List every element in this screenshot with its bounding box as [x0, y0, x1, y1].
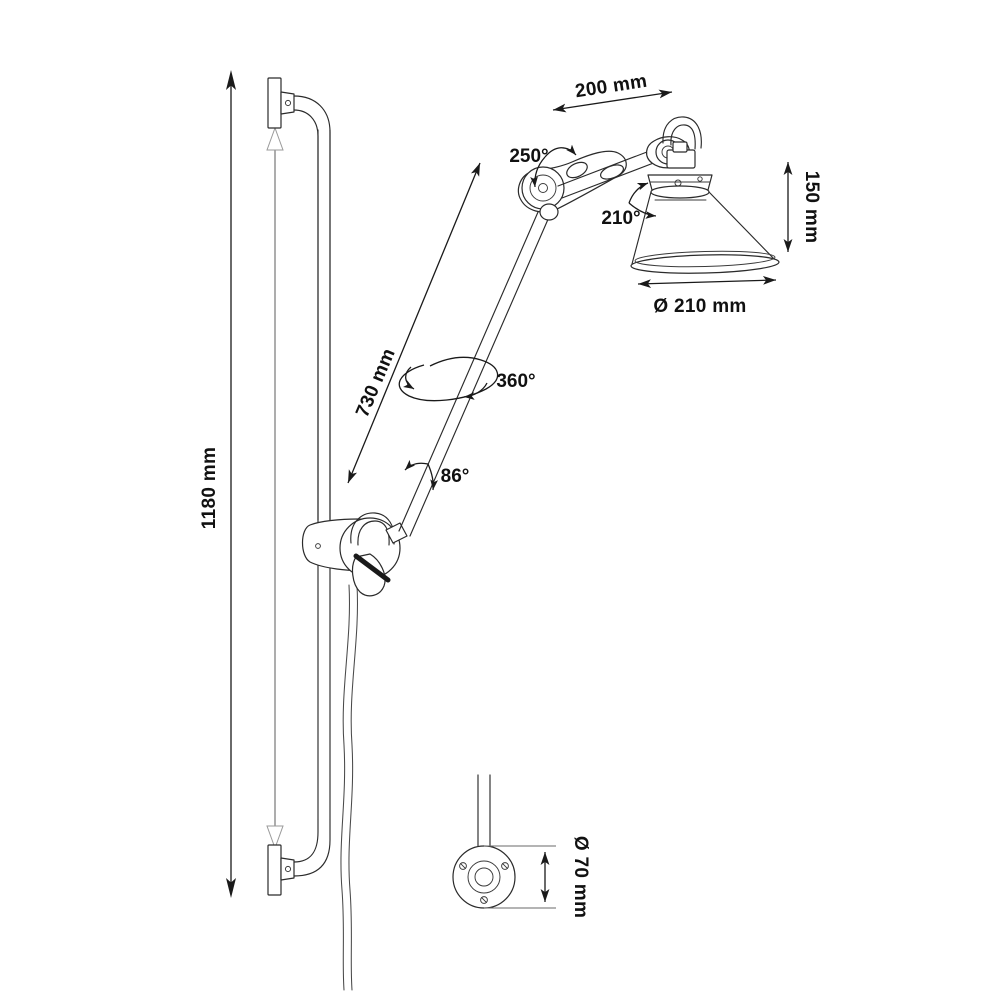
- clamp-lever-icon: [353, 553, 391, 583]
- hollow-triangle-up-icon: [266, 126, 284, 151]
- base-diameter-label: Ø 70 mm: [570, 836, 591, 918]
- main-arm-dimension: 730 mm: [347, 162, 481, 484]
- lower-wall-mount: [267, 819, 331, 896]
- angle-86-annotation: 86°: [404, 459, 470, 491]
- main-arm-dimension-label: 730 mm: [352, 345, 400, 420]
- upper-arm: [557, 146, 665, 199]
- angle-360-annotation: 360°: [398, 356, 536, 402]
- dimension-arrow-down: [226, 878, 236, 898]
- base-diameter-dimension: Ø 70 mm: [540, 836, 591, 918]
- angle-250-label: 250°: [509, 146, 548, 167]
- shade-diameter-dimension: Ø 210 mm: [637, 275, 777, 317]
- shade-height-dimension: 150 mm: [783, 162, 822, 252]
- upper-arm-dimension: 200 mm: [552, 71, 673, 113]
- angle-210-label: 210°: [601, 208, 640, 229]
- angle-360-label: 360°: [496, 371, 535, 392]
- angle-250-annotation: 250°: [509, 144, 577, 188]
- vertical-wall-rod: [317, 129, 331, 821]
- angle-86-label: 86°: [441, 466, 470, 487]
- head-joint: [646, 116, 713, 191]
- power-cable: [340, 584, 358, 991]
- dimension-arrow-up: [226, 70, 236, 90]
- angle-210-annotation: 210°: [601, 182, 657, 229]
- shade-height-label: 150 mm: [801, 171, 822, 244]
- overall-height-dimension: 1180 mm: [199, 70, 236, 898]
- hollow-triangle-down-icon: [266, 825, 284, 850]
- lower-ball-joint: [301, 512, 408, 597]
- overall-height-label: 1180 mm: [199, 447, 220, 529]
- base-plate-detail-view: [452, 774, 556, 909]
- inner-extent-marks: [266, 126, 284, 850]
- lamp-shade: [630, 185, 780, 274]
- shade-diameter-label: Ø 210 mm: [653, 296, 746, 317]
